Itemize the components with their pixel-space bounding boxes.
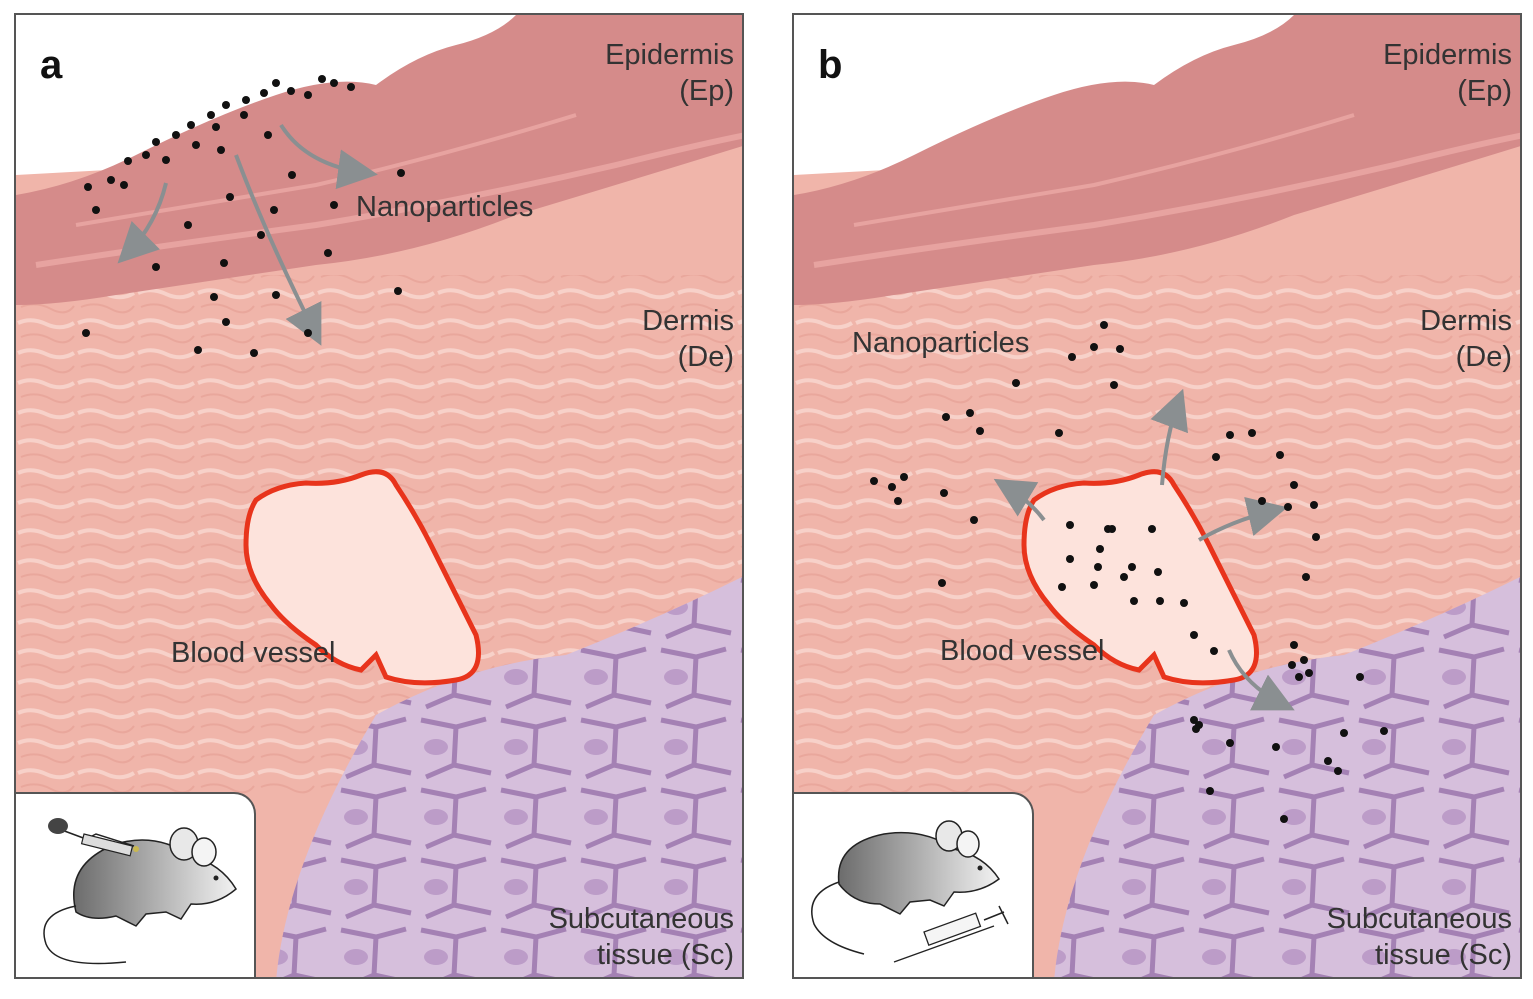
subcutaneous-label: Subcutaneous tissue (Sc)	[1327, 901, 1512, 973]
epidermis-label-line2: (Ep)	[1457, 75, 1512, 107]
dermis-label-line1: Dermis	[642, 305, 734, 337]
epidermis-layer	[794, 15, 1520, 305]
subcutaneous-label-line2: tissue (Sc)	[597, 939, 734, 971]
subcutaneous-label-line1: Subcutaneous	[548, 903, 734, 935]
diffusion-arrow	[279, 123, 378, 190]
panel-b-intravenous: b Epidermis (Ep) Dermis (De) Subcutaneou…	[792, 13, 1522, 979]
dermis-label: Dermis (De)	[642, 303, 734, 375]
skin-tissue-illustration	[794, 15, 1520, 977]
administration-inset	[16, 792, 256, 977]
extravasation-arrow	[1227, 649, 1295, 711]
nanoparticle-cluster	[870, 321, 1388, 823]
panel-a-topical: a Epidermis (Ep) Dermis (De) Subcutaneou…	[14, 13, 744, 979]
epidermis-label-line1: Epidermis	[605, 39, 734, 71]
epidermis-label-line2: (Ep)	[679, 75, 734, 107]
mouse-with-dropper-icon	[43, 818, 237, 965]
blood-vessel	[243, 469, 481, 686]
blood-vessel-label: Blood vessel	[940, 635, 1105, 667]
extravasation-arrow	[993, 478, 1046, 522]
mouse-with-syringe-icon	[811, 820, 1009, 963]
dermis-label-line2: (De)	[1455, 341, 1512, 373]
nanoparticles-label: Nanoparticles	[356, 191, 534, 223]
blood-vessel-label: Blood vessel	[171, 637, 336, 669]
diffusion-arrow	[234, 154, 322, 346]
epidermis-label: Epidermis (Ep)	[1383, 37, 1512, 109]
panel-letter: b	[818, 43, 843, 87]
dermis-label: Dermis (De)	[1420, 303, 1512, 375]
epidermis-label-line1: Epidermis	[1383, 39, 1512, 71]
diffusion-arrow	[117, 182, 168, 264]
extravasation-arrow	[1150, 388, 1189, 486]
blood-vessel	[1021, 469, 1259, 686]
dermis-label-line2: (De)	[677, 341, 734, 373]
subcutaneous-label-line1: Subcutaneous	[1326, 903, 1512, 935]
subcutaneous-label: Subcutaneous tissue (Sc)	[549, 901, 734, 973]
nanoparticles-label: Nanoparticles	[852, 327, 1030, 359]
subcutaneous-label-line2: tissue (Sc)	[1375, 939, 1512, 971]
epidermis-layer	[16, 15, 742, 305]
epidermis-label: Epidermis (Ep)	[605, 37, 734, 109]
dermis-label-line1: Dermis	[1420, 305, 1512, 337]
skin-tissue-illustration	[16, 15, 742, 977]
nanoparticle-cluster	[82, 75, 405, 357]
administration-inset	[794, 792, 1034, 977]
extravasation-arrow	[1198, 497, 1288, 542]
panel-letter: a	[40, 43, 63, 87]
